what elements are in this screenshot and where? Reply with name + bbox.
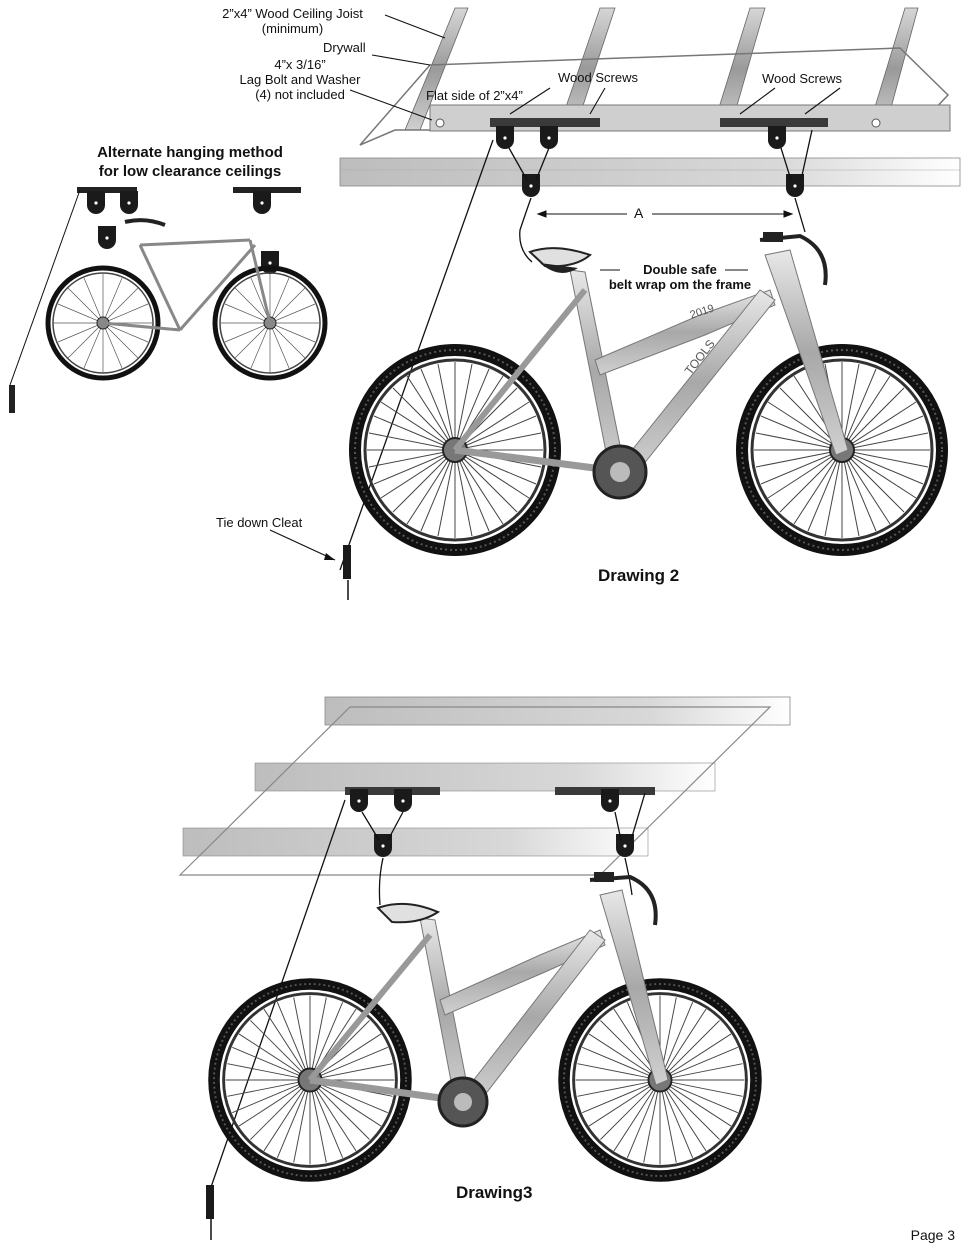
dimension-a-label: A [634,205,644,221]
tie-down-cleat-icon-drawing3 [206,1185,214,1219]
belt-wrap-line1: Double safe [643,262,717,277]
drawing2-title: Drawing 2 [598,566,680,585]
label-wood-screws-left: Wood Screws [558,70,638,85]
alternate-method-drawing [9,187,325,413]
label-lag-note: (4) not included [255,87,345,102]
label-tie-down-cleat: Tie down Cleat [216,515,303,530]
label-drywall: Drywall [323,40,366,55]
label-belt-wrap: Double safe belt wrap om the frame [600,262,760,292]
drawing3-title: Drawing3 [456,1183,533,1202]
belt-wrap-line2: belt wrap om the frame [608,277,752,292]
label-lag-bolt-text: Lag Bolt and Washer [239,72,361,87]
bike-drawing2 [355,232,942,550]
label-joist: 2”x4” Wood Ceiling Joist (minimum) [195,6,390,36]
alt-method-line1: Alternate hanging method [97,144,283,161]
label-lag-bolt: 4”x 3/16” Lag Bolt and Washer (4) not in… [225,57,375,102]
label-joist-text: 2”x4” Wood Ceiling Joist [222,6,363,21]
ceiling-joists-drawing2 [339,7,961,571]
ceiling-drawing3 [178,696,791,1191]
label-flat-side: Flat side of 2”x4” [426,88,523,103]
page-number: Page 3 [910,1227,955,1243]
alternate-method-heading: Alternate hanging method for low clearan… [80,143,300,181]
bike-drawing3 [214,872,756,1176]
alt-method-line2: for low clearance ceilings [98,163,282,180]
label-wood-screws-right: Wood Screws [762,71,842,86]
tie-down-cleat-icon [343,545,351,579]
label-lag-size: 4”x 3/16” [274,57,326,72]
label-joist-note: (minimum) [261,21,324,36]
